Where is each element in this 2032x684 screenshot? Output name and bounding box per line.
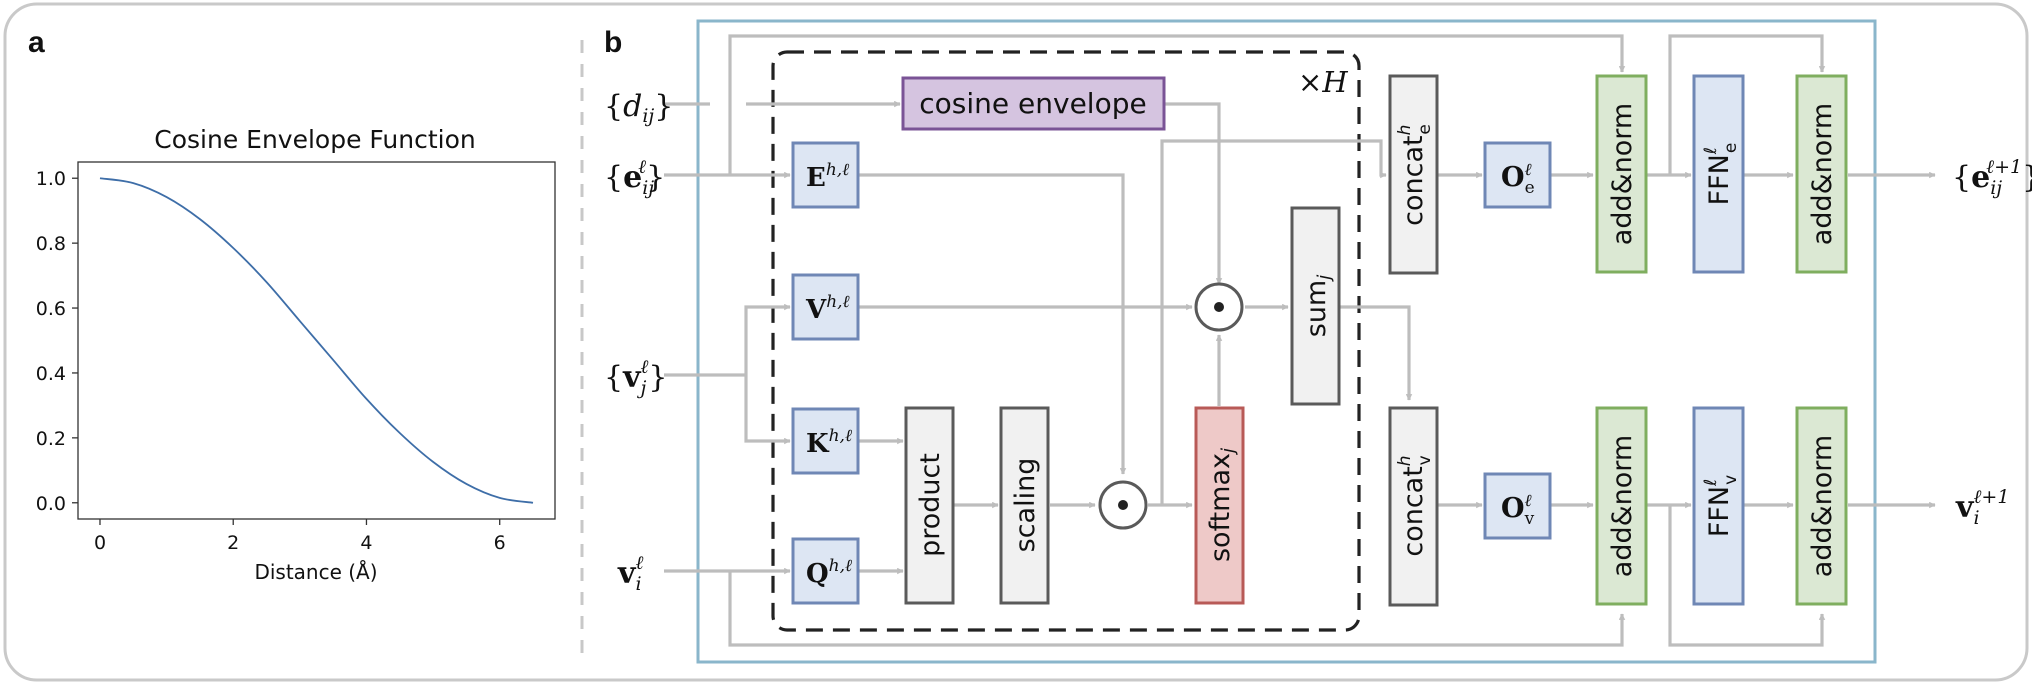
x-axis-label: Distance (Å) (254, 560, 377, 584)
svg-text:concathe: concathe (1395, 124, 1435, 226)
svg-text:FFNℓe: FFNℓe (1701, 143, 1741, 206)
y-tick-label: 0.4 (36, 363, 66, 385)
svg-text:Vh,ℓ: Vh,ℓ (805, 292, 850, 325)
ffn-v-block: FFNℓv (1692, 406, 1745, 606)
panel-a-letter: a (28, 26, 45, 59)
svg-text:cosine envelope: cosine envelope (919, 87, 1146, 120)
y-tick-label: 0.0 (36, 493, 66, 515)
sum-block: sumj (1290, 206, 1341, 406)
svg-text:Qh,ℓ: Qh,ℓ (806, 556, 852, 589)
y-tick-label: 1.0 (36, 168, 66, 190)
plot-frame (77, 161, 556, 520)
y-tick-label: 0.8 (36, 233, 66, 255)
output-v-i: viℓ+1 (1955, 486, 2009, 529)
product-block: product (904, 406, 955, 605)
svg-text:FFNℓv: FFNℓv (1701, 475, 1741, 537)
cosine-envelope-chart: Cosine Envelope Function 0 2 4 6 0.0 0.2 0.4 0.… (36, 125, 556, 584)
svg-text:Oℓe: Oℓe (1501, 160, 1535, 198)
e-projection-block: Eh,ℓ (791, 141, 860, 209)
svg-text:Oℓv: Oℓv (1501, 491, 1535, 529)
series-line (99, 177, 534, 504)
cosine-envelope-block: cosine envelope (901, 76, 1166, 131)
connections (664, 34, 1936, 647)
scaling-block: scaling (999, 406, 1050, 605)
x-tick-label: 0 (94, 532, 106, 554)
svg-text:scaling: scaling (1010, 458, 1041, 553)
svg-text:softmaxj: softmaxj (1205, 448, 1239, 562)
input-v-j: {vjℓ} (604, 356, 667, 399)
axis-ticks: 0 2 4 6 0.0 0.2 0.4 0.6 0.8 1.0 (36, 168, 506, 554)
concat-e-block: concathe (1388, 74, 1439, 275)
y-tick-label: 0.2 (36, 428, 66, 450)
q-projection-block: Qh,ℓ (791, 537, 860, 605)
figure-border (3, 2, 2029, 682)
ffn-e-block: FFNℓe (1692, 74, 1745, 274)
x-tick-label: 2 (227, 532, 239, 554)
svg-text:add&norm: add&norm (1807, 435, 1838, 577)
svg-text:sumj: sumj (1301, 275, 1335, 338)
svg-text:add&norm: add&norm (1607, 435, 1638, 577)
panel-b-letter: b (604, 26, 622, 59)
model-frame (696, 19, 1877, 664)
input-v-i: viℓ (617, 552, 644, 595)
x-tick-label: 4 (360, 532, 372, 554)
svg-text:Eh,ℓ: Eh,ℓ (806, 160, 849, 193)
chart-title: Cosine Envelope Function (154, 125, 475, 154)
k-projection-block: Kh,ℓ (791, 407, 860, 475)
svg-text:product: product (915, 453, 946, 557)
softmax-block: softmaxj (1194, 406, 1245, 605)
add-norm-e-1: add&norm (1595, 74, 1648, 274)
svg-text:concathv: concathv (1395, 455, 1435, 556)
add-norm-e-2: add&norm (1795, 74, 1848, 274)
svg-text:add&norm: add&norm (1807, 103, 1838, 245)
v-projection-block: Vh,ℓ (791, 273, 860, 341)
output-e-ij: {eijℓ+1} (1952, 156, 2032, 199)
heads-count-label: ×H (1298, 65, 1348, 99)
hadamard-product-upper (1194, 282, 1244, 332)
x-tick-label: 6 (494, 532, 506, 554)
concat-v-block: concathv (1388, 406, 1439, 607)
hadamard-product-lower (1098, 480, 1148, 530)
y-tick-label: 0.6 (36, 298, 66, 320)
add-norm-v-2: add&norm (1795, 406, 1848, 606)
input-e-ij: {eijℓ} (604, 156, 665, 199)
svg-text:Kh,ℓ: Kh,ℓ (806, 426, 852, 459)
add-norm-v-1: add&norm (1595, 406, 1648, 606)
svg-text:add&norm: add&norm (1607, 103, 1638, 245)
attention-head-box (771, 50, 1361, 632)
input-d-ij: {dij} (604, 89, 673, 127)
